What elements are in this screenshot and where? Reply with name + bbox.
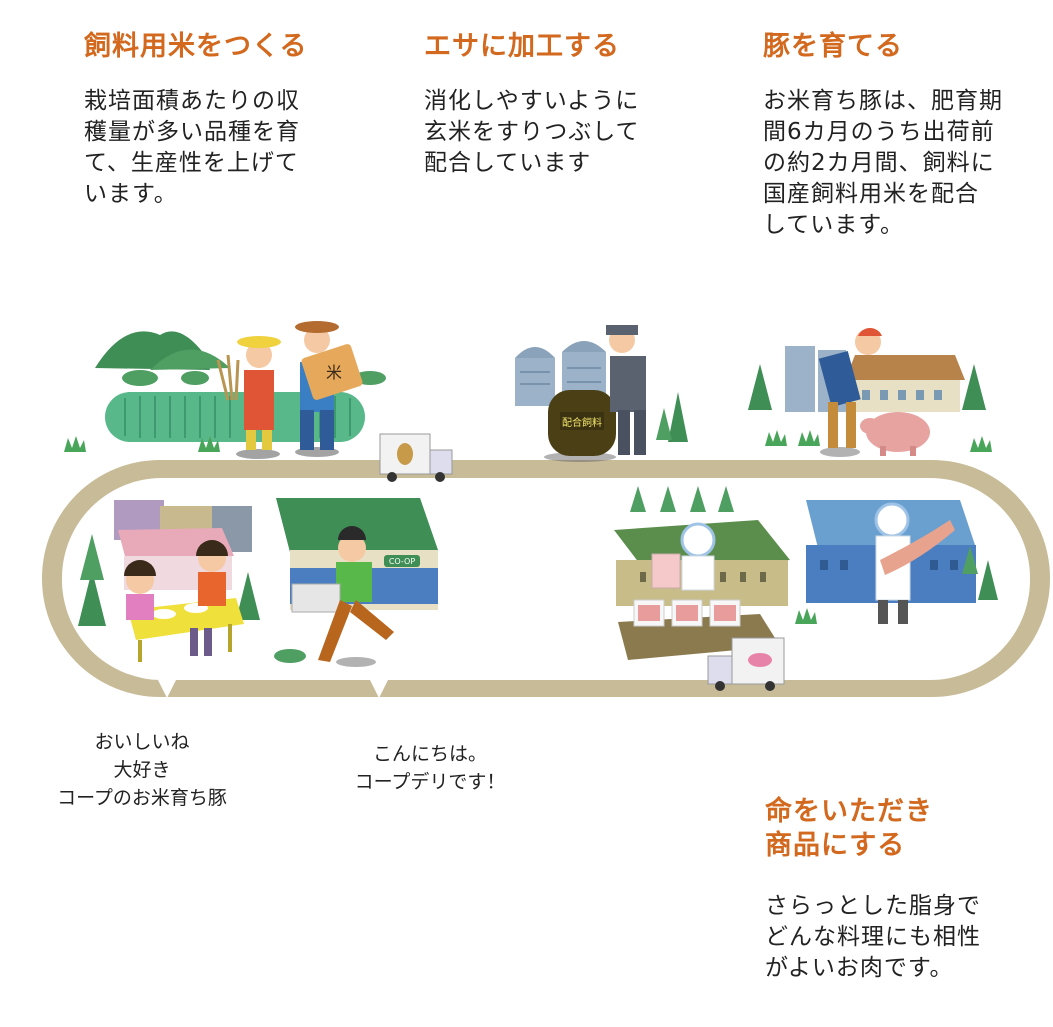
step-body-line: て、生産性を上げて: [84, 150, 299, 176]
delivery-truck-top: [379, 433, 453, 482]
step-body-make-product: さらっとした脂身で どんな料理にも相性 がよいお肉です。: [765, 891, 1027, 984]
step-body-line: います。: [84, 181, 178, 207]
step-title-line: 商品にする: [765, 830, 906, 861]
step-body-line: 配合しています: [424, 150, 592, 176]
rice-farm-scene: 米: [64, 321, 386, 459]
rice-bag-mark: 米: [326, 363, 342, 382]
feed-bag-label: 配合飼料: [562, 416, 602, 429]
step-body-line: がよいお肉です。: [765, 955, 954, 981]
speech-line: おいしいね: [94, 731, 190, 753]
step-body-line: 玄米をすりつぶして: [424, 119, 640, 145]
step-body-line: 栽培面積あたりの収: [84, 88, 300, 114]
step-body-grow-rice: 栽培面積あたりの収 穫量が多い品種を育 て、生産性を上げて います。: [84, 86, 334, 210]
step-title-make-product: 命をいただき 商品にする: [765, 795, 1005, 863]
speech-line: コープのお米育ち豚: [57, 787, 227, 809]
step-title-grow-rice: 飼料用米をつくる: [84, 31, 308, 62]
family-dining-scene: [78, 500, 260, 662]
step-body-line: 間6カ月のうち出荷前: [763, 119, 995, 145]
step-body-line: どんな料理にも相性: [765, 924, 981, 950]
delivery-speech: こんにちは。 コープデリです！: [330, 740, 530, 796]
step-body-raise-pigs: お米育ち豚は、肥育期 間6カ月のうち出荷前 の約2カ月間、飼料に 国産飼料用米を…: [763, 86, 1025, 241]
step-body-line: 国産飼料用米を配合: [763, 181, 979, 207]
meat-factory-scene: [614, 486, 998, 660]
feed-processing-scene: 配合飼料: [515, 325, 688, 462]
step-body-line: しています。: [763, 212, 905, 238]
step-body-line: の約2カ月間、飼料に: [763, 150, 995, 176]
step-body-process-feed: 消化しやすいように 玄米をすりつぶして 配合しています: [424, 86, 684, 179]
speech-line: 大好き: [113, 759, 171, 781]
step-body-line: 穫量が多い品種を育: [84, 119, 300, 145]
step-title-raise-pigs: 豚を育てる: [763, 31, 903, 62]
step-body-line: さらっとした脂身で: [765, 893, 981, 919]
pig-farm-scene: [748, 328, 992, 457]
store-sign: CO-OP: [389, 557, 416, 566]
speech-line: コープデリです！: [354, 771, 506, 793]
delivery-truck-bottom: [707, 637, 785, 691]
step-title-line: 命をいただき: [765, 796, 933, 827]
speech-line: こんにちは。: [372, 743, 487, 765]
step-body-line: お米育ち豚は、肥育期: [763, 88, 1003, 114]
step-body-line: 消化しやすいように: [424, 88, 640, 114]
coop-store-scene: CO-OP: [274, 498, 438, 667]
family-speech: おいしいね 大好き コープのお米育ち豚: [24, 728, 260, 812]
step-title-process-feed: エサに加工する: [424, 31, 620, 62]
